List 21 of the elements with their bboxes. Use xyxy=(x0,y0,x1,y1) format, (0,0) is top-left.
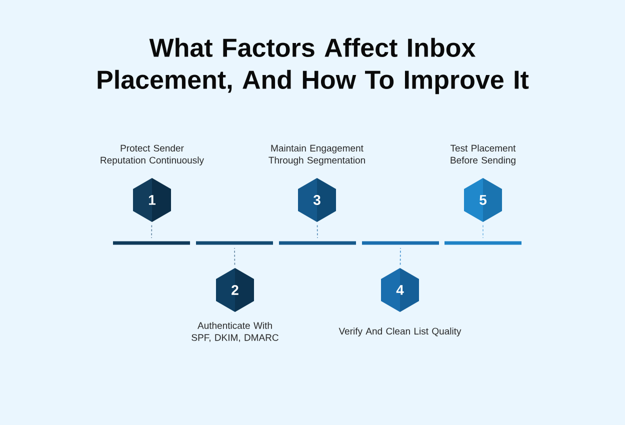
step-text: Authenticate With SPF, DKIM, DMARC xyxy=(192,322,278,342)
hexagon: 3 xyxy=(298,178,336,222)
timeline-bar xyxy=(444,241,522,245)
connector-line xyxy=(151,224,152,238)
step-text: Maintain Engagement Through Segmentation xyxy=(268,144,365,166)
connector-line xyxy=(234,248,236,266)
timeline-bar xyxy=(196,241,273,245)
connector-line xyxy=(482,224,484,238)
hexagon: 5 xyxy=(464,178,502,222)
step-text: Protect Sender Reputation Continuously xyxy=(100,144,204,166)
step-text: Test Placement Before Sending xyxy=(450,144,516,166)
hexagon: 4 xyxy=(381,268,419,312)
hexagon: 1 xyxy=(133,178,171,222)
timeline-bar xyxy=(279,241,356,245)
step-text: Verify And Clean List Quality xyxy=(338,328,462,336)
timeline-bar xyxy=(362,241,439,245)
connector-line xyxy=(316,224,318,238)
connector-line xyxy=(400,248,401,266)
hexagon: 2 xyxy=(216,268,254,312)
title: What Factors Affect Inbox Placement, And How To Improve It xyxy=(98,38,529,94)
timeline-bar xyxy=(113,241,190,245)
